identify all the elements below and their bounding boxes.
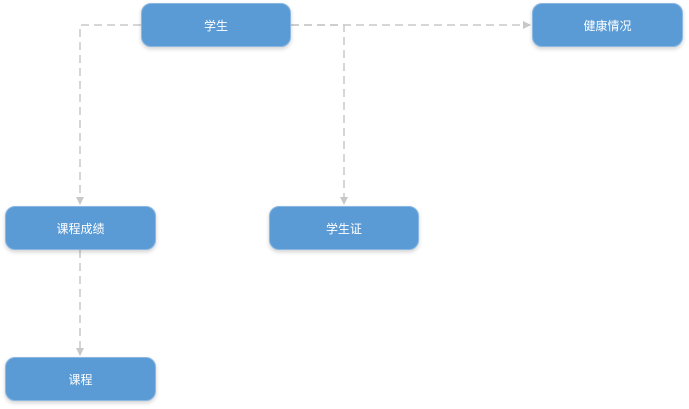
node-course[interactable]: 课程 (5, 357, 156, 401)
node-course-grades-label: 课程成绩 (56, 221, 105, 236)
node-student-id-card-label: 学生证 (325, 221, 362, 236)
node-student-label: 学生 (203, 18, 228, 33)
node-course-grades[interactable]: 课程成绩 (5, 206, 156, 250)
node-health-status[interactable]: 健康情况 (532, 3, 683, 47)
node-student[interactable]: 学生 (141, 3, 291, 47)
edge-student-to-grades (76, 24, 141, 205)
node-student-id-card[interactable]: 学生证 (269, 206, 419, 250)
node-health-status-label: 健康情况 (583, 18, 632, 33)
node-course-label: 课程 (68, 372, 93, 387)
edge-student-to-student-id (291, 24, 348, 205)
